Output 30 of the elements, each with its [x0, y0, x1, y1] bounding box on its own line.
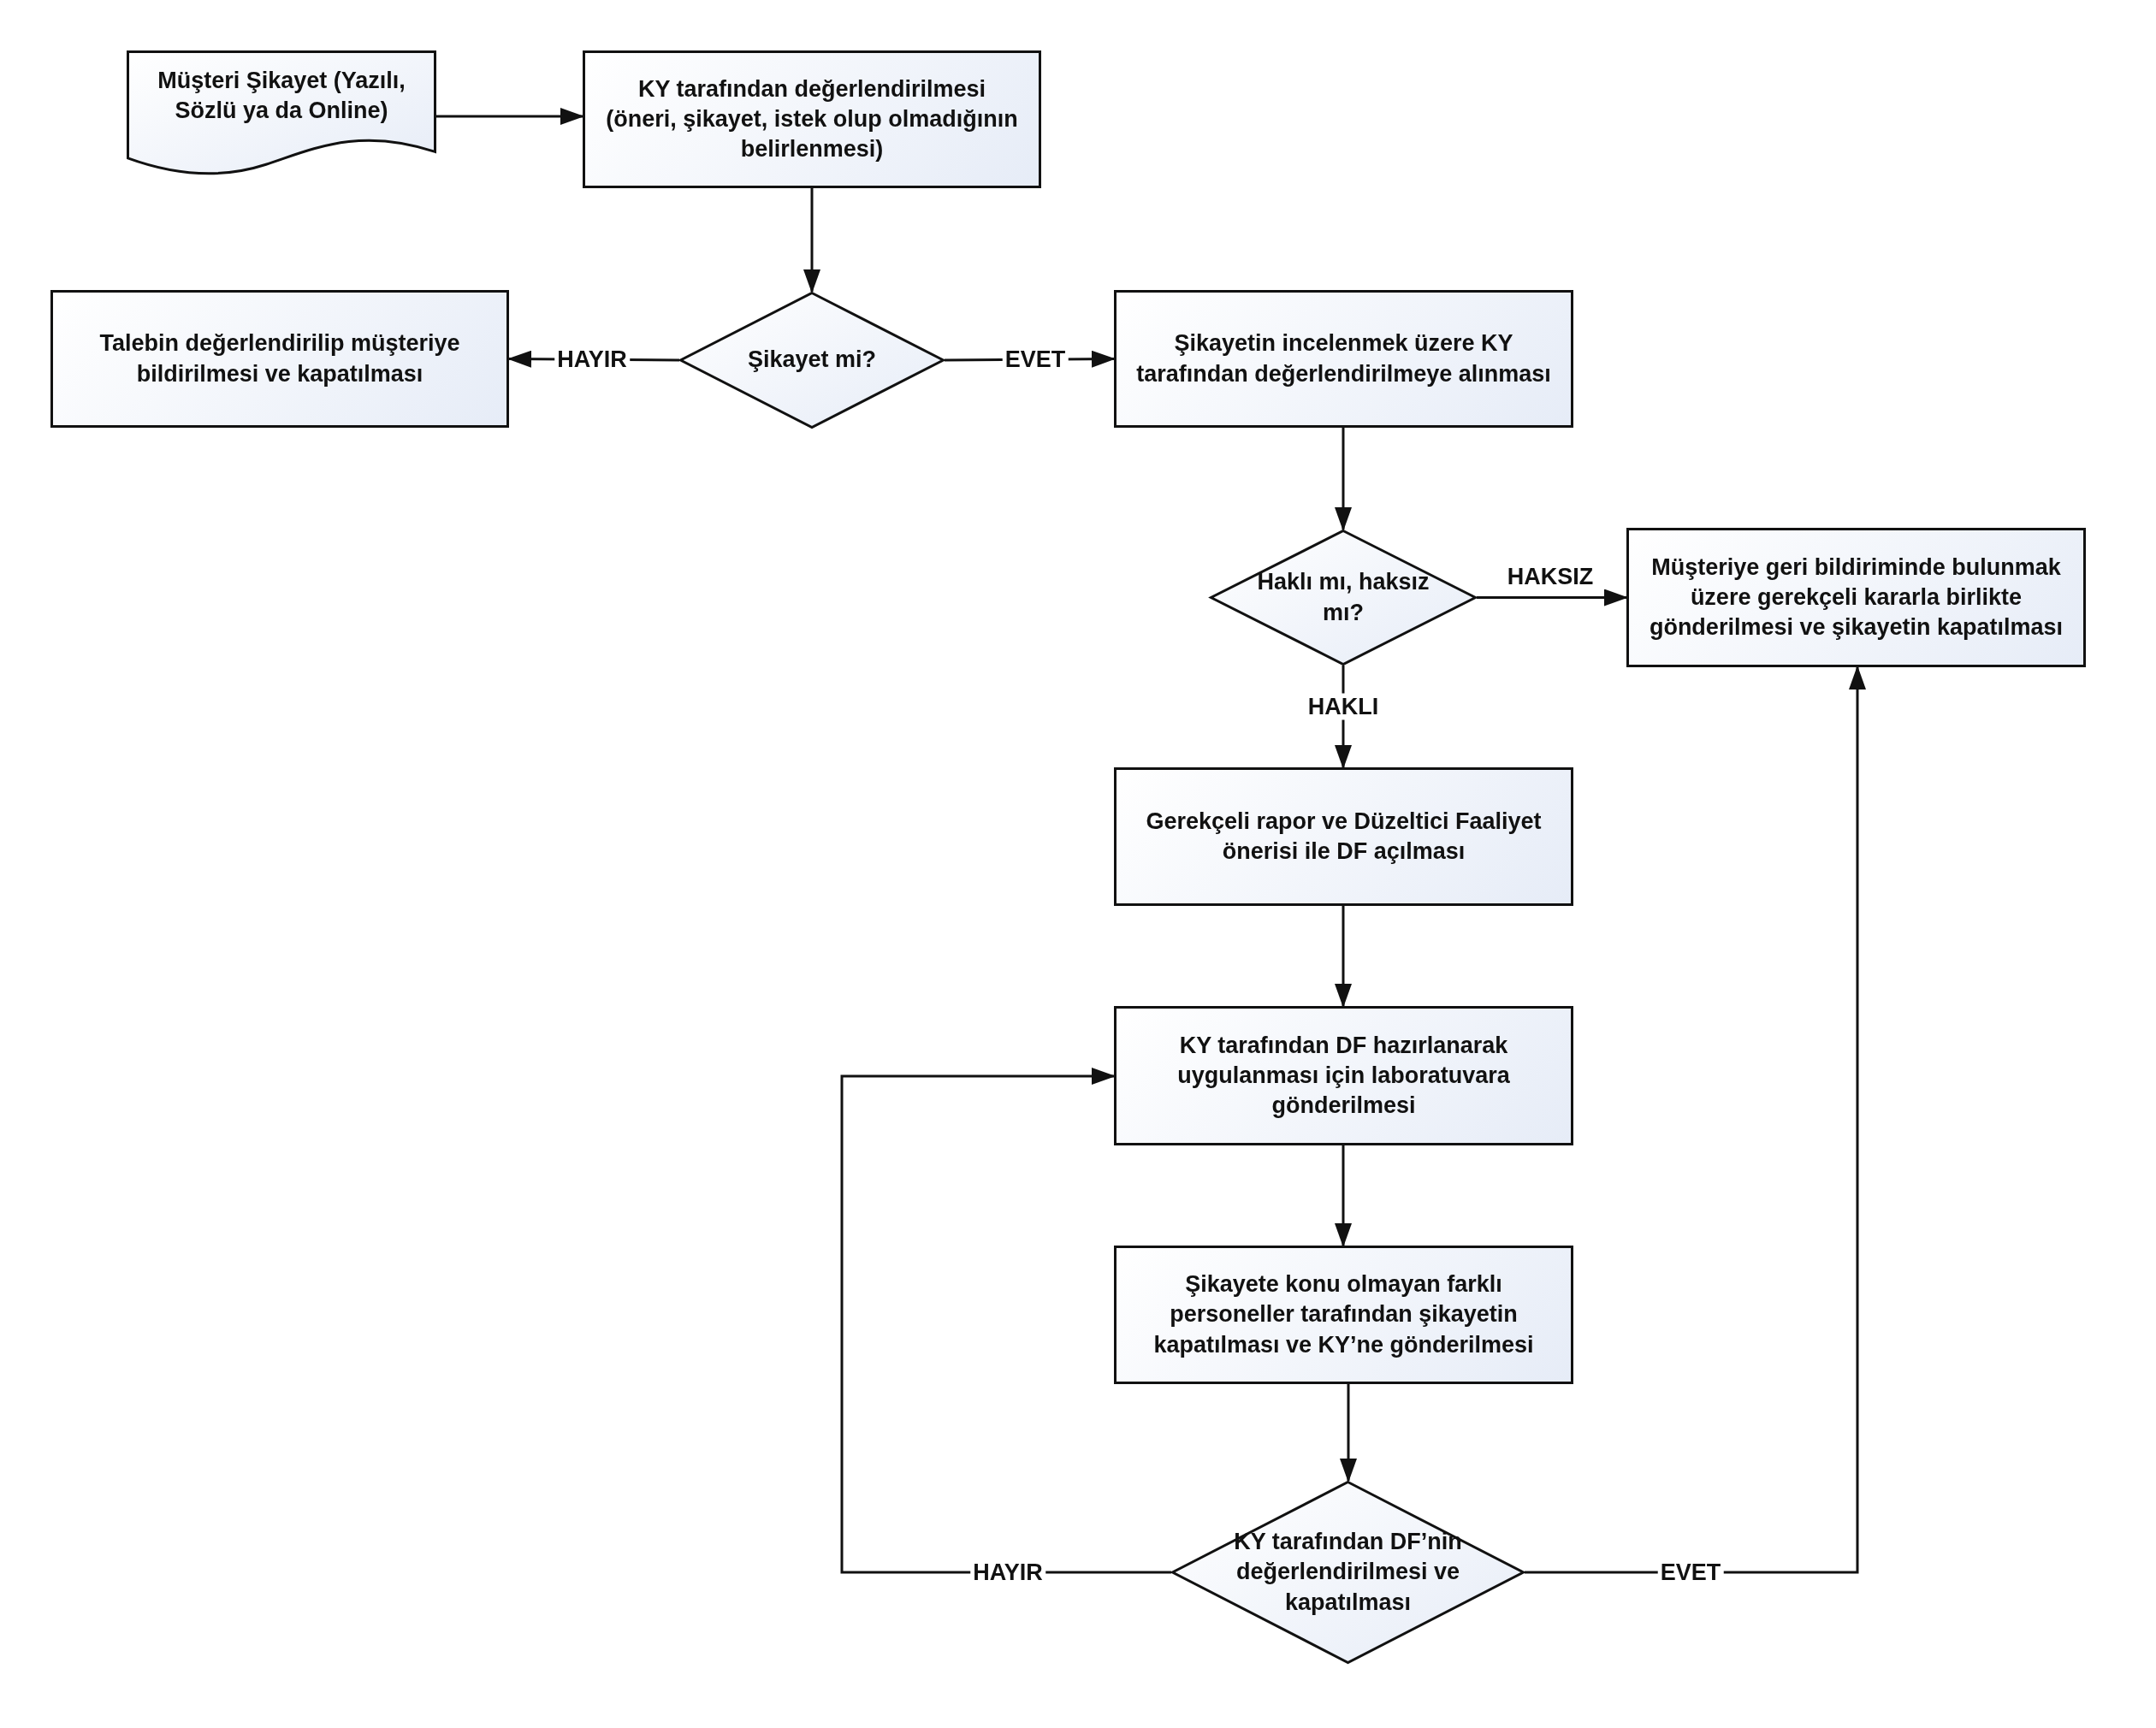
arrow: [1335, 906, 1352, 1008]
node-text: Şikayete konu olmayan farklı personeller tarafından şikayetin kapatılması ve KY’ne gönderilmesi: [1152, 1270, 1535, 1359]
arrow: [1477, 589, 1628, 607]
arrow: [1335, 1145, 1352, 1247]
process-box: [50, 290, 509, 428]
node-text: Şikayetin incelenmek üzere KY tarafından değerlendirilmeye alınması: [1135, 329, 1552, 388]
node-text: KY tarafından değerlendirilmesi (öneri, şikayet, istek olup olmadığının belirlenmesi): [605, 74, 1019, 164]
process-box: [583, 50, 1041, 188]
node-text: Müşteriye geri bildiriminde bulunmak üzere gerekçeli kararla birlikte gönderilmesi ve şikayetin kapatılması: [1648, 553, 2064, 642]
decision-diamond: [1210, 530, 1477, 666]
node-text: Talebin değerlendirilip müşteriye bildirilmesi ve kapatılması: [98, 329, 461, 388]
arrow: [803, 188, 820, 293]
process-box: [1114, 767, 1573, 906]
process-box: [1114, 1246, 1573, 1384]
arrow: [436, 108, 584, 125]
process-box: [1626, 528, 2086, 667]
process-box: [1114, 1006, 1573, 1145]
arrow: [840, 1068, 1171, 1574]
node-text: KY tarafından DF hazırlanarak uygulanması için laboratuvara gönderilmesi: [1176, 1031, 1511, 1121]
document-shape: [127, 50, 436, 177]
decision-diamond: [1171, 1481, 1525, 1664]
arrow: [1340, 1384, 1357, 1482]
node-text: Şikayet mi?: [746, 346, 878, 375]
decision-diamond: [679, 292, 945, 429]
arrow: [1525, 666, 1866, 1574]
node-text: Gerekçeli rapor ve Düzeltici Faaliyet önerisi ile DF açılması: [1145, 807, 1543, 866]
arrow: [1335, 428, 1352, 531]
process-box: [1114, 290, 1573, 428]
node-text: Haklı mı, haksız mı?: [1256, 568, 1430, 627]
node-text: Müşteri Şikayet (Yazılı, Sözlü ya da Online): [157, 67, 406, 126]
